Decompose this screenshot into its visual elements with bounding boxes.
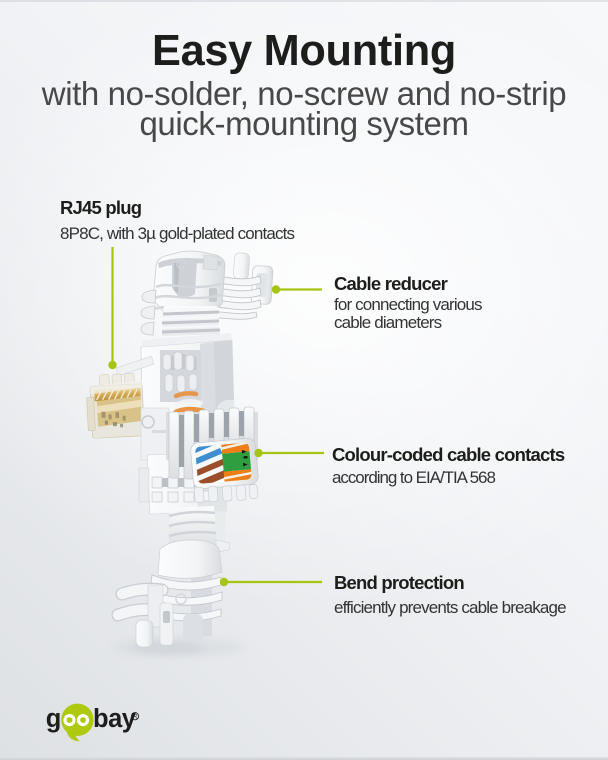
svg-text:g: g xyxy=(46,705,61,733)
svg-text:R: R xyxy=(133,714,138,721)
svg-text:bay: bay xyxy=(93,705,137,733)
